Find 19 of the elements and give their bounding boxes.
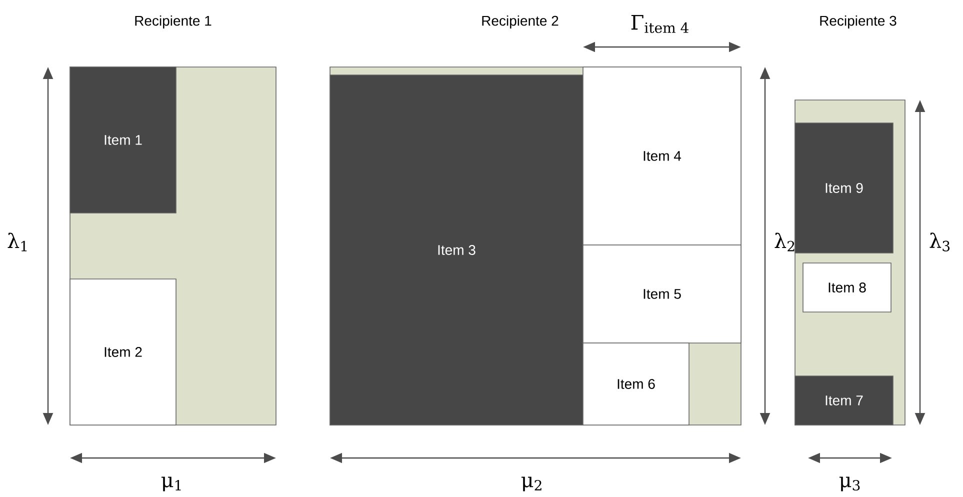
item-box: Item 4	[582, 66, 742, 246]
item-box: Item 5	[582, 244, 742, 344]
dimension-label: μ$_{1}$	[162, 476, 181, 492]
dimension-label: λ$_{2}$	[774, 232, 794, 252]
item-box: Item 3	[330, 74, 584, 426]
dimension-label: μ$_{3}$	[840, 476, 860, 492]
item-box: Item 9	[794, 122, 894, 254]
dimension-label: μ$_{2}$	[522, 476, 542, 492]
item-box: Item 2	[70, 278, 176, 426]
container-title: Recipiente 1	[135, 15, 212, 29]
item-box: Item 8	[802, 262, 892, 312]
dimension-label: λ$_{3}$	[930, 232, 950, 252]
container-title: Recipiente 3	[820, 15, 896, 29]
dimension-label: λ$_{1}$	[8, 232, 27, 252]
container-title: Recipiente 2	[482, 15, 558, 29]
item-box: Item 1	[70, 66, 176, 214]
item-box: Item 6	[582, 342, 690, 426]
item-box: Item 7	[794, 376, 894, 426]
dimension-label: Γ$_{item 4}$	[631, 15, 688, 34]
